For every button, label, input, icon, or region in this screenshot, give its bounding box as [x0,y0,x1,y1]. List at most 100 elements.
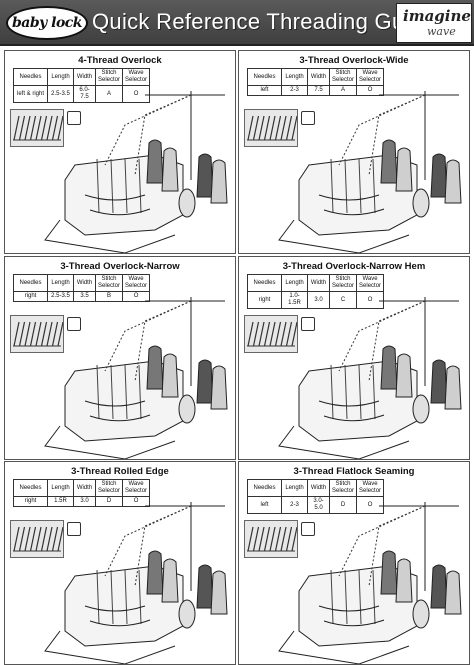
header-stitch-2: Selector [332,488,355,494]
thread-cone [196,564,214,609]
stitch-loop [252,115,260,141]
stitch-loop [40,321,48,347]
panel-3-thread-overlock-narrow-hem: 3-Thread Overlock-Narrow Hem Needles Len… [238,256,470,460]
stitch-loop [291,115,298,141]
stitch-loop [247,321,254,347]
machine-base [278,219,410,253]
cover-rib [124,364,128,420]
stitch-loop [291,321,298,347]
header-wave-1: Wave [362,70,378,76]
thread-path [368,94,426,176]
header-stitch-1: Stitch [101,276,117,282]
value-wave: O [356,291,385,309]
stitch-loop [291,526,298,552]
header-width: Width [307,274,330,292]
serger-drawing [44,91,228,253]
stitch-loop [40,526,48,552]
brand-logo: baby lock [6,6,88,40]
stitch-loop [269,321,276,347]
header-wave-1: Wave [128,70,144,76]
value-wave: O [122,85,151,103]
header-wave-2: Selector [125,283,148,289]
panel-title: 3-Thread Overlock-Narrow [60,261,180,272]
stitch-loop [40,115,48,141]
stitch-sample-image [244,520,298,558]
cover-rib [372,364,376,420]
stitch-loop [35,526,42,552]
cover-rib [124,569,128,625]
stitch-loop [35,321,42,347]
cover-rib [358,569,362,625]
thread-path [368,300,426,382]
cover-rib [372,158,376,214]
header-stitch-2: Selector [98,488,121,494]
stitch-loop [13,321,20,347]
thread-cone [444,365,462,410]
stitch-loop [18,526,26,552]
header-length: Length [281,479,308,497]
stitch-loop [269,526,276,552]
cover-rib [344,158,348,214]
thread-cone [395,558,413,603]
product-subname: wave [427,25,456,38]
needle-position-icon [301,111,315,125]
stitch-loop [247,526,254,552]
cover-rib [96,158,100,214]
stitch-loop [57,115,64,141]
header-length: Length [47,479,74,497]
cover-rib [110,158,114,214]
header-needles: Needles [247,274,282,292]
stitch-loop [29,321,37,347]
handwheel [412,599,430,629]
handwheel [178,188,196,218]
stitch-pattern-drawing [13,115,64,141]
stitch-loop [35,115,42,141]
serger-drawing [278,91,462,253]
cover-rib [138,364,142,420]
stitch-sample-image [10,315,64,353]
stitch-loop [24,321,31,347]
serger-threading-diagram [44,91,228,253]
thread-cone [444,159,462,204]
guide-header: baby lock Quick Reference Threading Guid… [0,0,474,46]
cover-rib [96,364,100,420]
stitch-loop [46,321,53,347]
thread-cone [380,139,398,184]
panel-title: 4-Thread Overlock [78,55,162,66]
header-wave-1: Wave [128,276,144,282]
serger-threading-diagram [44,502,228,664]
header-needles: Needles [13,479,48,497]
serger-threading-diagram [278,91,462,253]
stitch-loop [247,115,254,141]
panel-title: 3-Thread Rolled Edge [71,466,169,477]
header-wave-2: Selector [359,77,382,83]
stitch-loop [51,526,59,552]
thread-cone [395,353,413,398]
stitch-loop [252,321,260,347]
stitch-loop [274,526,282,552]
stitch-loop [29,526,37,552]
serger-drawing [44,297,228,459]
thread-cone [161,353,179,398]
handwheel [178,394,196,424]
header-needles: Needles [247,479,282,497]
stitch-loop [29,115,37,141]
header-width: Width [73,68,96,86]
thread-cone [161,147,179,192]
thread-path [368,505,426,587]
cover-rib [124,158,128,214]
serger-drawing [44,502,228,664]
value-needles: left & right [13,85,48,103]
stitch-loop [252,526,260,552]
thread-cone [210,159,228,204]
cover-rib [138,158,142,214]
header-width: Width [307,68,330,86]
serger-drawing [278,502,462,664]
